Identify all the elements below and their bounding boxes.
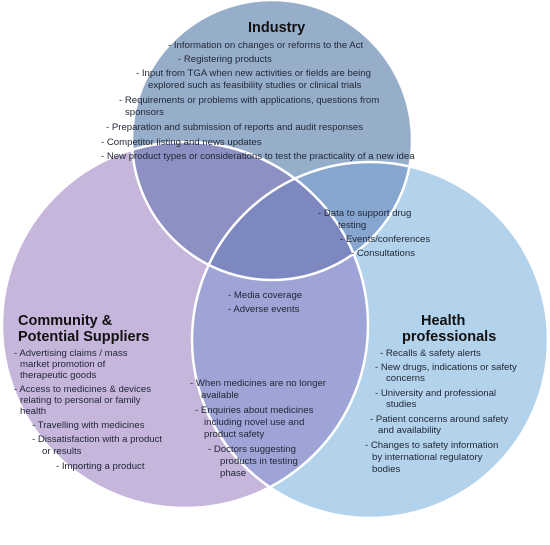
industry-health-item: - Consultations xyxy=(351,248,415,259)
center-overlap xyxy=(192,162,368,280)
center-item: - Media coverage xyxy=(228,290,303,301)
community-health-item: including novel use and xyxy=(204,417,305,428)
health-item: - Recalls & safety alerts xyxy=(380,348,481,359)
community-item: - Travelling with medicines xyxy=(32,420,145,431)
health-title-line1: Health xyxy=(421,313,466,329)
center-item: - Adverse events xyxy=(228,304,300,315)
community-health-item: - When medicines are no longer xyxy=(190,378,326,389)
health-item: concerns xyxy=(386,373,425,384)
industry-health-item: testing xyxy=(338,220,367,231)
industry-health-item: - Events/conferences xyxy=(340,234,431,245)
community-title-line1: Community & xyxy=(18,313,113,329)
community-outline xyxy=(0,140,370,510)
industry-item: explored such as feasibility studies or … xyxy=(148,80,362,91)
health-item: - Patient concerns around safety xyxy=(370,414,509,425)
community-health-item: products in testing xyxy=(220,456,298,467)
health-item: and availability xyxy=(378,425,441,436)
community-item: relating to personal or family xyxy=(20,395,141,406)
health-item: - University and professional xyxy=(375,388,497,399)
industry-item: sponsors xyxy=(125,107,164,118)
community-item: - Access to medicines & devices xyxy=(14,384,152,395)
community-health-item: product safety xyxy=(204,429,265,440)
community-health-item: phase xyxy=(220,468,247,479)
health-item: studies xyxy=(386,399,417,410)
community-item: health xyxy=(20,406,47,417)
health-item: - New drugs, indications or safety xyxy=(375,362,517,373)
industry-outline xyxy=(130,0,414,282)
community-item: market promotion of xyxy=(20,359,106,370)
industry-item: - Preparation and submission of reports … xyxy=(106,122,364,133)
community-item: or results xyxy=(42,446,82,457)
industry-item: - Registering products xyxy=(178,54,272,65)
community-item: - Dissatisfaction with a product xyxy=(32,434,163,445)
community-title-line2: Potential Suppliers xyxy=(18,329,150,345)
health-item: by international regulatory xyxy=(372,452,483,463)
community-item: therapeutic goods xyxy=(20,370,97,381)
industry-item: - Competitor listing and news updates xyxy=(101,137,262,148)
community-item: - Advertising claims / mass xyxy=(14,348,128,359)
community-health-item: - Doctors suggesting xyxy=(208,444,296,455)
industry-item: - New product types or considerations to… xyxy=(101,151,415,162)
industry-title: Industry xyxy=(248,20,306,36)
industry-item: - Information on changes or reforms to t… xyxy=(168,40,364,51)
industry-item: - Requirements or problems with applicat… xyxy=(119,95,380,106)
health-title-line2: professionals xyxy=(402,329,497,345)
health-item: - Changes to safety information xyxy=(365,440,499,451)
industry-item: - Input from TGA when new activities or … xyxy=(136,68,371,79)
community-item: - Importing a product xyxy=(56,461,145,472)
health-outline xyxy=(190,160,550,520)
community-health-item: available xyxy=(201,390,239,401)
industry-health-item: - Data to support drug xyxy=(318,208,412,219)
community-health-item: - Enquiries about medicines xyxy=(195,405,314,416)
health-item: bodies xyxy=(372,464,401,475)
